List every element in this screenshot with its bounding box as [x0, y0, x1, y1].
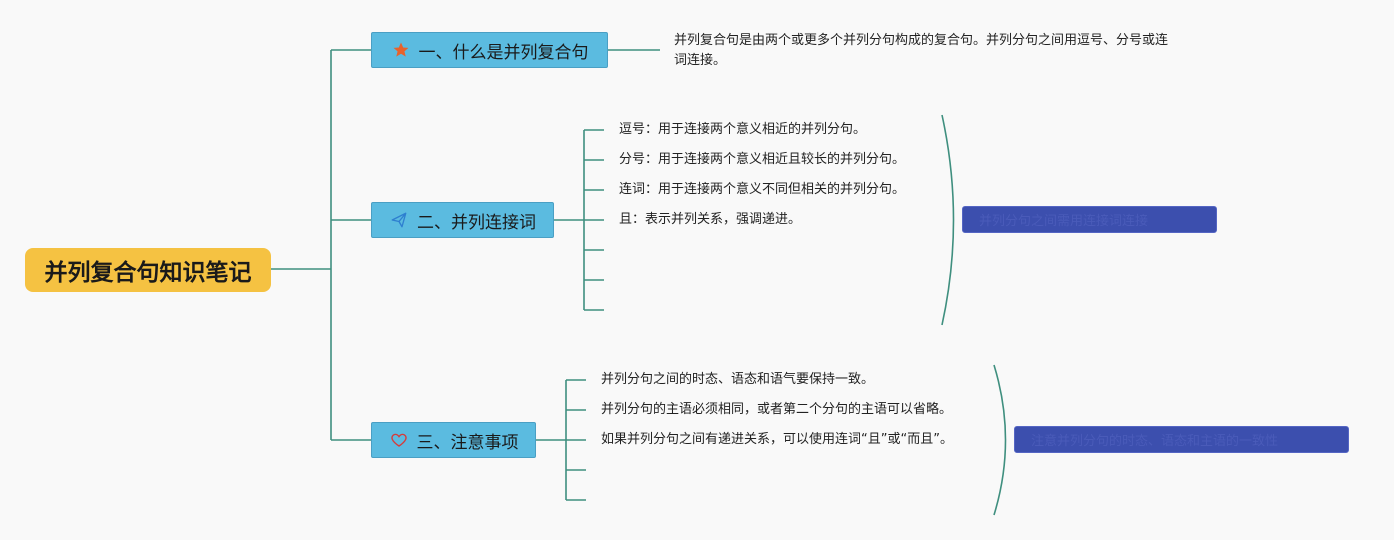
- note-item[interactable]: 并列分句之间的时态、语态和语气要保持一致。: [601, 372, 875, 387]
- connector-item[interactable]: 且：表示并列关系，强调递进。: [619, 212, 802, 227]
- connector-item[interactable]: 连词：用于连接两个意义不同但相关的并列分句。: [619, 182, 906, 197]
- branch-label: 三、注意事项: [416, 432, 519, 453]
- definition-text[interactable]: 并列复合句是由两个或更多个并列分句构成的复合句。并列分句之间用逗号、分号或连词连…: [674, 33, 1169, 68]
- heart-icon: [389, 430, 409, 450]
- note-item[interactable]: 如果并列分句之间有递进关系，可以使用连词“且”或“而且”。: [601, 432, 953, 447]
- connector-item[interactable]: 逗号：用于连接两个意义相近的并列分句。: [619, 122, 867, 137]
- branch-connectors[interactable]: 二、并列连接词: [371, 202, 554, 238]
- paper-plane-icon: [389, 210, 409, 230]
- branch-label: 二、并列连接词: [417, 212, 536, 233]
- connector-item[interactable]: 分号：用于连接两个意义相近且较长的并列分句。: [619, 152, 906, 167]
- root-topic[interactable]: 并列复合句知识笔记: [25, 248, 271, 292]
- connectors-summary[interactable]: 并列分句之间需用连接词连接: [962, 206, 1217, 233]
- notes-summary[interactable]: 注意并列分句的时态、语态和主语的一致性: [1014, 426, 1349, 453]
- branch-label: 一、什么是并列复合句: [418, 42, 589, 63]
- branch-definition[interactable]: 一、什么是并列复合句: [371, 32, 608, 68]
- star-icon: [391, 40, 411, 60]
- note-item[interactable]: 并列分句的主语必须相同，或者第二个分句的主语可以省略。: [601, 402, 953, 417]
- branch-notes[interactable]: 三、注意事项: [371, 422, 536, 458]
